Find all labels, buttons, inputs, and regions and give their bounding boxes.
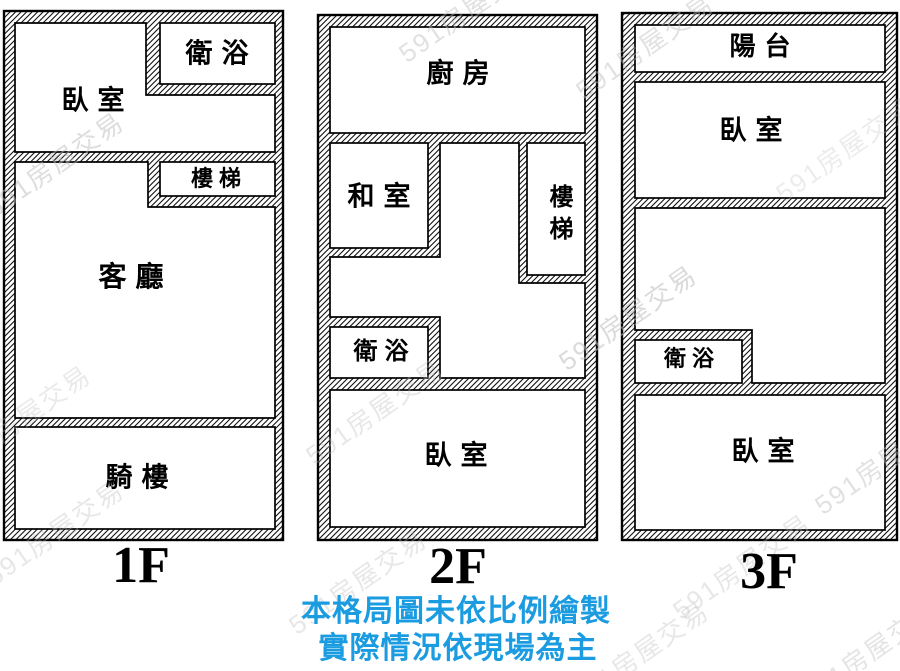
room-1f-stairs	[159, 161, 276, 197]
floor-label-3f: 3F	[740, 543, 798, 600]
label-2f-stairs: 樓梯	[545, 184, 572, 248]
room-2f-kitchen	[329, 26, 586, 134]
label-1f-bathroom: 衛浴	[185, 38, 258, 69]
room-3f-bathroom	[634, 339, 743, 384]
room-3f-balcony	[634, 24, 886, 73]
floor-label-1f: 1F	[112, 537, 170, 594]
label-3f-bathroom: 衛浴	[663, 346, 721, 371]
room-1f-arcade	[14, 426, 276, 530]
room-3f-bedroom-upper	[634, 81, 886, 199]
room-1f-bedroom	[14, 22, 276, 153]
room-2f-hallway	[329, 142, 586, 379]
disclaimer-line-1: 本格局圖未依比例繪製	[301, 595, 611, 628]
room-3f-bedroom-lower	[634, 394, 886, 531]
label-1f-arcade: 騎樓	[105, 462, 178, 493]
room-3f-open-area	[634, 207, 886, 384]
label-3f-balcony: 陽台	[729, 31, 800, 61]
label-1f-living-room: 客廳	[98, 261, 173, 292]
room-2f-bedroom	[329, 389, 586, 528]
floor-1f	[2, 9, 285, 542]
label-3f-bedroom-lower: 臥室	[731, 436, 804, 467]
room-2f-bathroom	[329, 326, 429, 379]
floor-label-2f: 2F	[429, 538, 487, 595]
label-1f-stairs: 樓梯	[190, 166, 248, 191]
label-3f-bedroom-upper: 臥室	[719, 115, 792, 146]
label-2f-bathroom: 衛浴	[353, 338, 416, 365]
room-2f-stairs	[526, 142, 586, 276]
room-1f-living-room	[14, 161, 276, 419]
label-2f-bedroom: 臥室	[424, 440, 497, 471]
label-2f-japanese-room: 和室	[347, 181, 420, 212]
disclaimer-line-2: 實際情況依現場為主	[318, 632, 598, 665]
room-2f-japanese-room	[329, 142, 429, 249]
label-2f-kitchen: 廚房	[426, 58, 499, 89]
label-1f-bedroom: 臥室	[61, 85, 134, 116]
floor-2f	[316, 13, 599, 542]
floor-3f	[620, 11, 899, 542]
room-1f-bathroom	[159, 22, 276, 85]
